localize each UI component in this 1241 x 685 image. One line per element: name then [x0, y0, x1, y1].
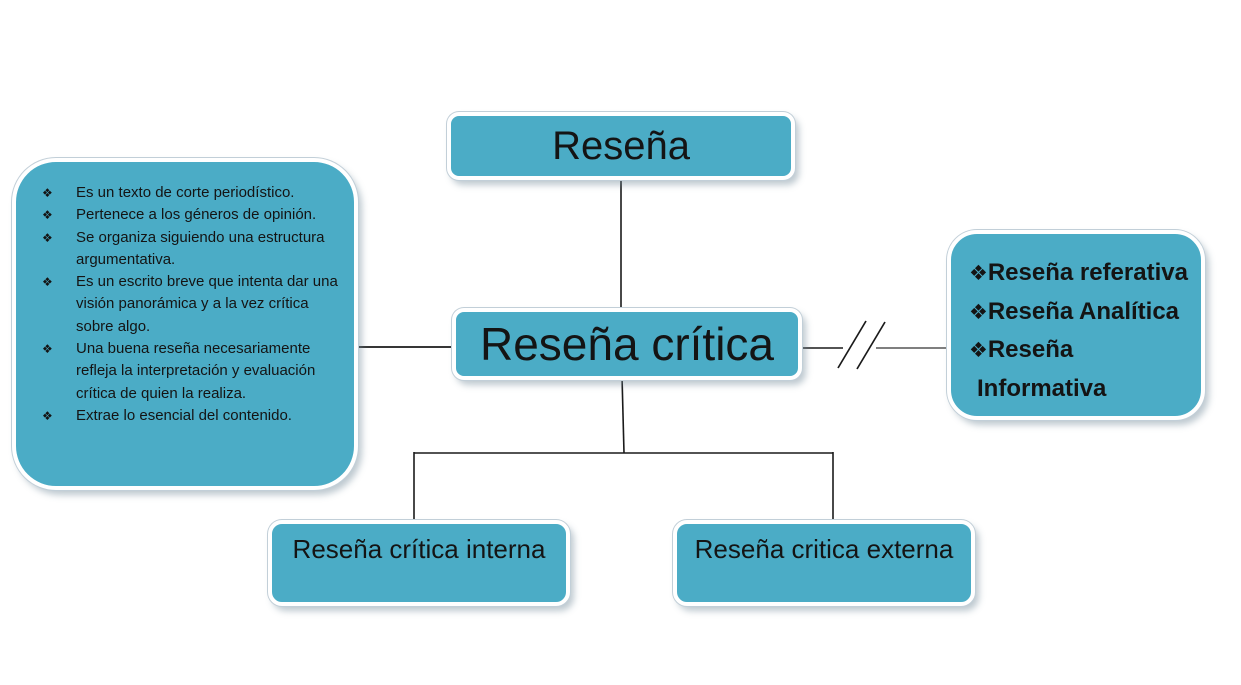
- node-interna-label: Reseña crítica interna: [292, 534, 546, 564]
- list-item: ❖ Pertenece a los géneros de opinión.: [42, 204, 342, 226]
- diamond-bullet-icon: ❖: [42, 230, 53, 245]
- list-item: ❖Reseña Informativa: [969, 331, 1198, 407]
- list-item-text: Es un escrito breve que intenta dar una …: [76, 273, 338, 335]
- list-item: ❖ Es un escrito breve que intenta dar un…: [42, 271, 342, 338]
- diamond-bullet-icon: ❖: [42, 342, 53, 357]
- node-resena-critica-label: Reseña crítica: [479, 318, 774, 370]
- node-resena-critica-interna: Reseña crítica interna: [268, 520, 570, 606]
- list-item: ❖ Extrae lo esencial del contenido.: [42, 405, 342, 427]
- node-resena: Reseña: [447, 112, 795, 180]
- diamond-bullet-icon: ❖: [42, 408, 53, 423]
- node-resena-label: Reseña: [552, 123, 690, 168]
- list-item: ❖Reseña Analítica: [969, 293, 1198, 332]
- node-review-types: ❖Reseña referativa ❖Reseña Analítica ❖Re…: [947, 230, 1205, 420]
- list-item-text: Reseña referativa: [987, 259, 1188, 286]
- list-item-text: Pertenece a los géneros de opinión.: [76, 206, 317, 224]
- list-item-text: Se organiza siguiendo una estructura arg…: [76, 228, 325, 268]
- list-item: ❖ Se organiza siguiendo una estructura a…: [42, 227, 342, 272]
- list-item-text: Una buena reseña necesariamente refleja …: [76, 340, 316, 402]
- diamond-bullet-icon: ❖: [42, 186, 53, 200]
- diamond-bullet-icon: ❖: [969, 262, 988, 285]
- list-item: ❖ Una buena reseña necesariamente reflej…: [42, 338, 342, 405]
- list-item-text: Reseña Informativa: [977, 336, 1107, 402]
- node-resena-critica-externa: Reseña critica externa: [673, 520, 975, 606]
- list-item-text: Extrae lo esencial del contenido.: [76, 406, 292, 424]
- list-item: ❖Reseña referativa: [969, 254, 1198, 293]
- list-item-text: Es un texto de corte periodístico.: [76, 184, 295, 201]
- node-resena-critica: Reseña crítica: [452, 308, 802, 380]
- diamond-bullet-icon: ❖: [42, 208, 53, 223]
- list-item-text: Reseña Analítica: [987, 297, 1180, 325]
- diamond-bullet-icon: ❖: [42, 275, 53, 290]
- node-characteristics: ❖ Es un texto de corte periodístico. ❖ P…: [12, 158, 358, 490]
- types-list: ❖Reseña referativa ❖Reseña Analítica ❖Re…: [969, 254, 1198, 407]
- node-externa-label: Reseña critica externa: [694, 534, 954, 564]
- diamond-bullet-icon: ❖: [969, 339, 988, 362]
- characteristics-list: ❖ Es un texto de corte periodístico. ❖ P…: [42, 182, 342, 427]
- list-item: ❖ Es un texto de corte periodístico.: [42, 182, 342, 204]
- connector-center-down: [621, 375, 625, 454]
- break-slashes-icon: [837, 320, 886, 370]
- diamond-bullet-icon: ❖: [969, 300, 988, 324]
